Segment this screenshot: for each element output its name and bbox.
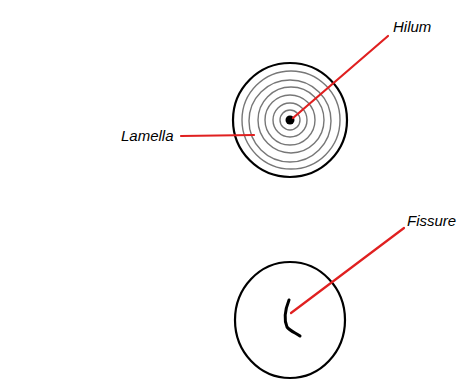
part-label: Lamella [121, 127, 174, 145]
leader-lines [181, 36, 404, 313]
part-label: Fissure [407, 212, 456, 230]
part-label: Hilum [393, 18, 431, 36]
lamellate-grain [233, 63, 347, 177]
fissured-grain [235, 262, 345, 378]
